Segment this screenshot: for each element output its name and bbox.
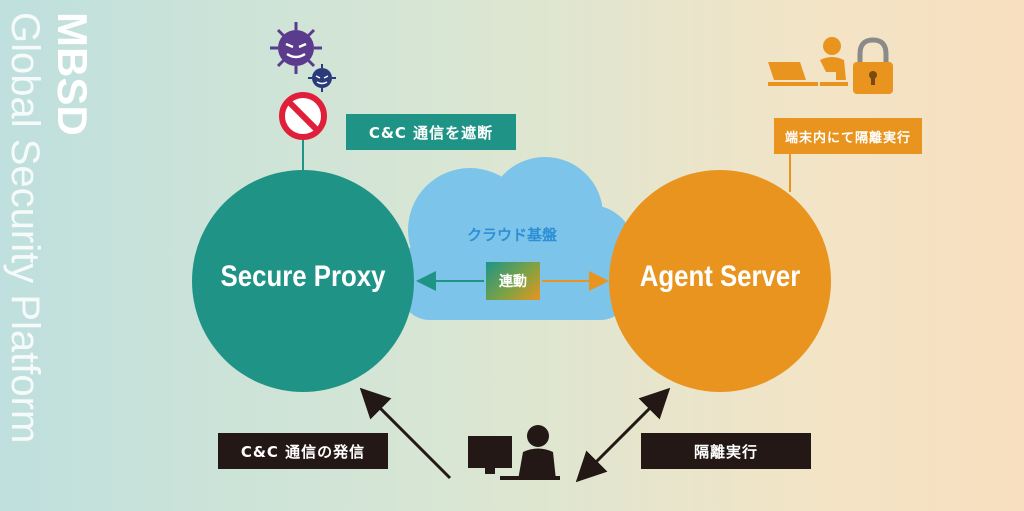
secure-proxy-node xyxy=(192,170,414,392)
agent-server-node xyxy=(609,170,831,392)
cc-send-label: C&C 通信の発信 xyxy=(218,433,388,469)
cc-send-arrow xyxy=(359,387,452,480)
cloud-label: クラウド基盤 xyxy=(466,226,557,244)
prohibited-icon xyxy=(279,92,327,140)
pc-user-icon xyxy=(468,425,560,480)
virus-small-icon xyxy=(308,64,336,92)
isolate-on-terminal-label: 端末内にて隔離実行 xyxy=(774,118,922,154)
padlock-icon xyxy=(853,37,893,94)
agent-server-label: Agent Server xyxy=(639,260,801,293)
secure-proxy-label: Secure Proxy xyxy=(220,260,386,293)
laptop-user-icon xyxy=(768,37,848,86)
block-cc-label: C&C 通信を遮断 xyxy=(346,114,516,150)
isolate-exec-label: 隔離実行 xyxy=(641,433,811,469)
isolate-arrow xyxy=(575,387,671,483)
link-badge: 連動 xyxy=(486,262,540,300)
virus-icon xyxy=(270,22,322,74)
